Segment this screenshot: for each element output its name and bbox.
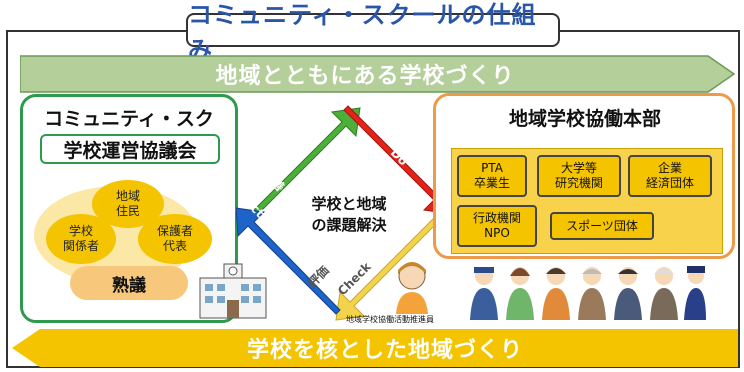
school-council-box: 学校運営協議会	[40, 134, 220, 164]
page-title: コミュニティ・スクールの仕組み	[186, 1, 560, 64]
deliberation-cloud: 熟議	[70, 266, 188, 300]
member-sports: スポーツ団体	[550, 212, 654, 240]
coordinator-caption: 地域学校協働活動推進員	[346, 315, 434, 324]
center-issue-text: 学校と地域 の課題解決	[311, 195, 387, 234]
bottom-banner-arrow	[12, 329, 738, 367]
top-banner-text: 地域とともにある学校づくり	[215, 64, 515, 89]
member-business: 企業経済団体	[628, 155, 712, 197]
group-guardians: 保護者代表	[138, 214, 212, 264]
top-banner-arrow	[20, 55, 736, 93]
group-school-staff: 学校関係者	[46, 214, 116, 264]
coordinator-person-icon	[396, 262, 428, 314]
hub-heading: 地域学校協働本部	[508, 108, 661, 130]
school-building-icon	[199, 263, 267, 319]
community-people-icon	[470, 266, 706, 320]
member-university: 大学等研究機関	[537, 155, 621, 197]
bottom-banner-text: 学校を核とした地域づくり	[246, 338, 523, 363]
pdca-cycle	[236, 105, 453, 321]
